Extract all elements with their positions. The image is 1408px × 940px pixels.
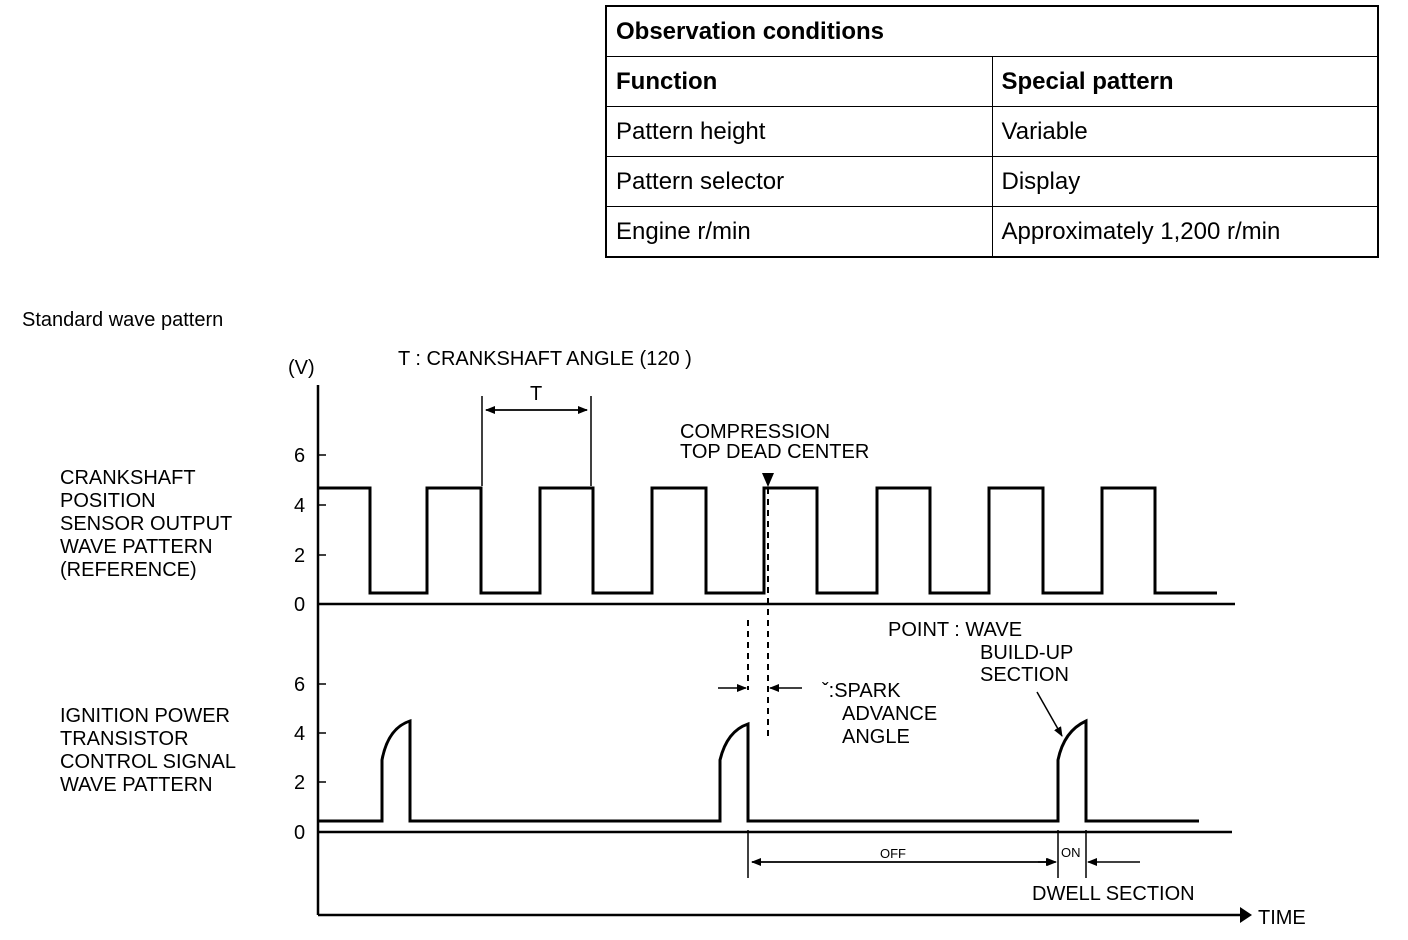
dwell-label: DWELL SECTION [1032,883,1195,905]
ign-ticks: 6 4 2 0 [294,674,326,844]
on-label: ON [1061,845,1081,860]
tick-label: 0 [294,822,305,844]
label-line: IGNITION POWER [60,705,230,727]
header-function: Function [605,56,993,107]
time-label: TIME [1258,907,1306,929]
table-cell: Engine r/min [605,206,993,258]
label-line: WAVE PATTERN [60,774,213,796]
header-special-pattern: Special pattern [991,56,1379,107]
table-row: Engine r/min Approximately 1,200 r/min [605,206,1379,258]
tick-label: 2 [294,772,305,794]
tdc-pointer-icon [762,473,774,487]
label-line: WAVE PATTERN [60,536,213,558]
tick-label: 4 [294,495,305,517]
spark-label-line3: ANGLE [842,726,910,748]
off-label: OFF [880,846,906,861]
table-cell: Variable [991,106,1379,157]
observation-conditions-table: Observation conditions Function Special … [605,5,1379,258]
crank-wave [319,486,1217,595]
table-cell: Display [991,156,1379,207]
ign-wave [319,718,1199,823]
t-interval-marker: T [481,383,592,486]
crank-wave-label: CRANKSHAFT POSITION SENSOR OUTPUT WAVE P… [60,467,232,581]
label-line: CONTROL SIGNAL [60,751,236,773]
spark-label-line2: ADVANCE [842,703,937,725]
label-line: SENSOR OUTPUT [60,513,232,535]
time-arrow-icon [1240,907,1252,923]
t-label: T [530,383,542,405]
t-legend: T : CRANKSHAFT ANGLE (120 ) [398,348,692,370]
point-arrow [1036,691,1063,737]
label-line: CRANKSHAFT [60,467,196,489]
crank-ticks: 6 4 2 0 [294,445,326,616]
tdc-label-line2: TOP DEAD CENTER [680,441,869,463]
section-title: Standard wave pattern [22,309,223,331]
table-cell: Pattern height [605,106,993,157]
ign-wave-label: IGNITION POWER TRANSISTOR CONTROL SIGNAL… [60,705,236,796]
spark-label-line1: ˇ:SPARK [822,680,901,702]
tick-label: 6 [294,445,305,467]
table-header-row: Function Special pattern [605,56,1379,107]
table-row: Pattern height Variable [605,106,1379,157]
tdc-label-line1: COMPRESSION [680,421,830,443]
point-label-line2: BUILD-UP [980,642,1073,664]
label-line: POSITION [60,490,156,512]
tick-label: 0 [294,594,305,616]
unit-label: (V) [288,357,315,379]
point-label-line1: POINT : WAVE [888,619,1022,641]
table-cell: Approximately 1,200 r/min [991,206,1379,258]
label-line: (REFERENCE) [60,559,197,581]
label-line: TRANSISTOR [60,728,189,750]
table-cell: Pattern selector [605,156,993,207]
tick-label: 6 [294,674,305,696]
tick-label: 2 [294,545,305,567]
table-row: Pattern selector Display [605,156,1379,207]
tick-label: 4 [294,723,305,745]
point-label-line3: SECTION [980,664,1069,686]
